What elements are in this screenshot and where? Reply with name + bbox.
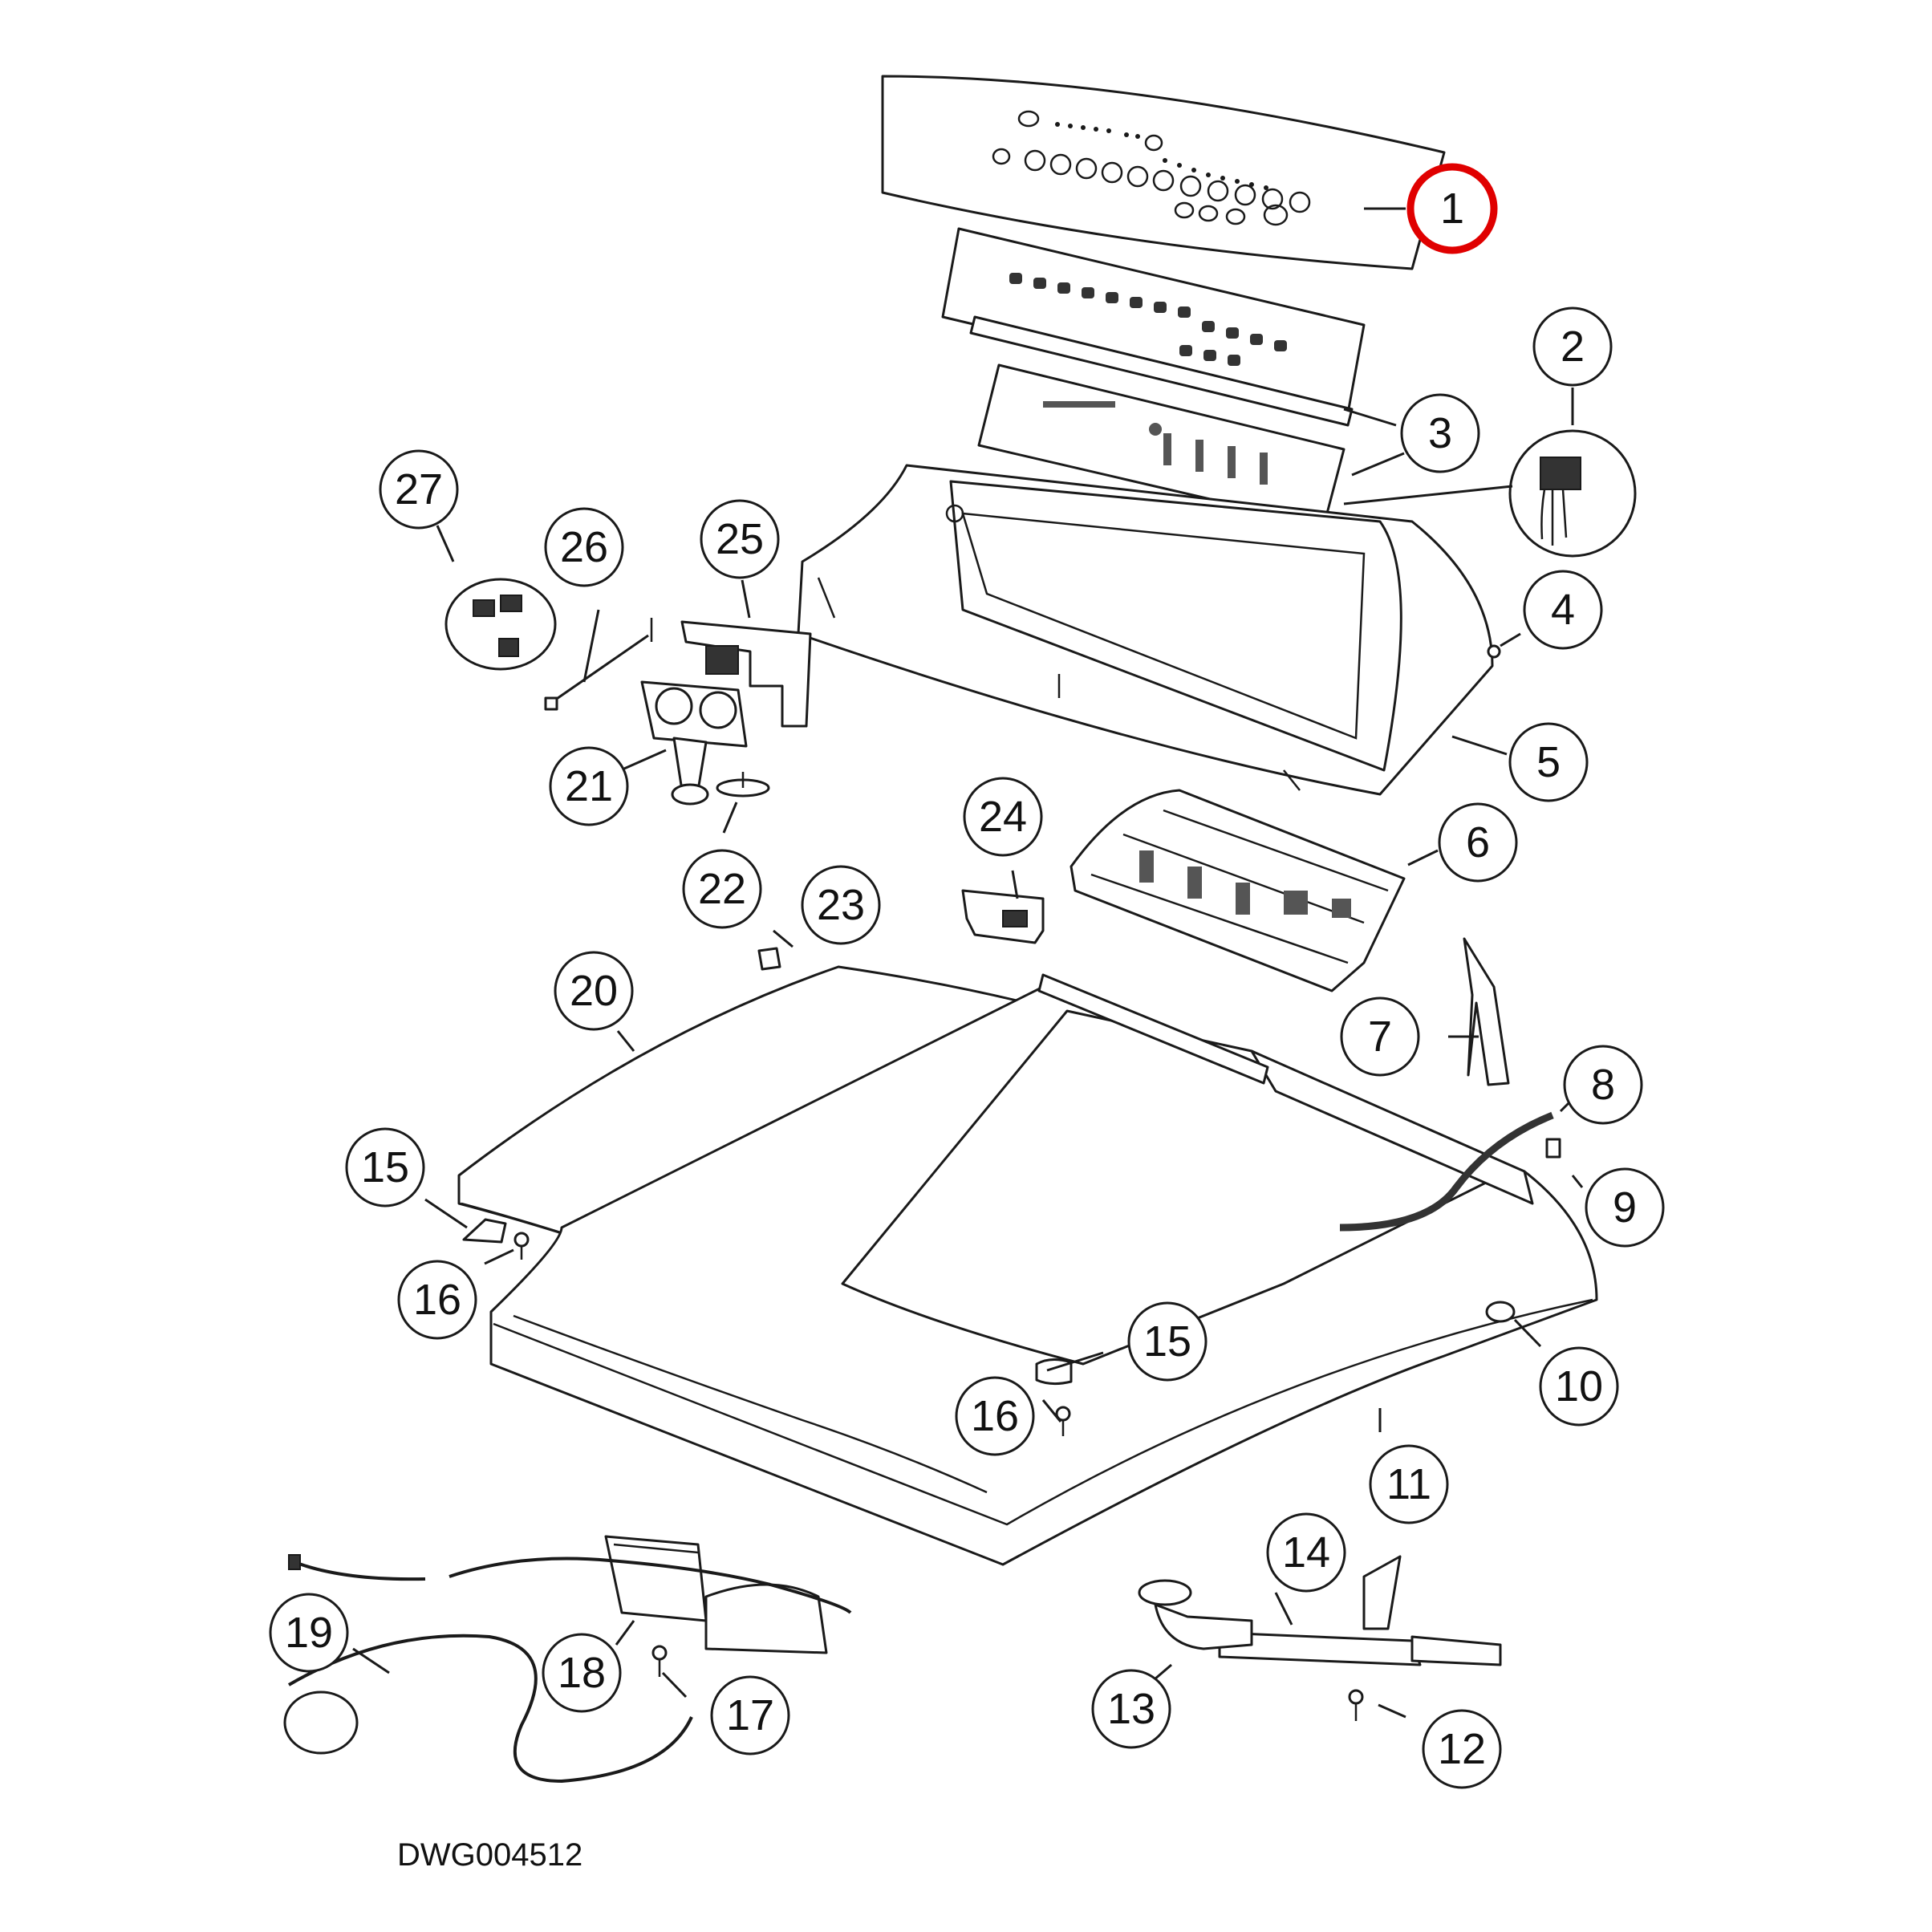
- callout-2[interactable]: 2: [1532, 306, 1613, 387]
- part-12-screw[interactable]: [1348, 1689, 1364, 1721]
- part-4-screw[interactable]: [1487, 632, 1521, 659]
- part-7-lid-lock-bracket[interactable]: [1463, 937, 1510, 1086]
- part-22-filter-screen[interactable]: [716, 772, 770, 798]
- svg-text:8: 8: [1591, 1061, 1615, 1109]
- svg-text:27: 27: [395, 465, 443, 513]
- svg-text:11: 11: [1386, 1460, 1431, 1508]
- svg-text:2: 2: [1561, 323, 1585, 371]
- svg-text:14: 14: [1282, 1528, 1330, 1577]
- callout-24[interactable]: 24: [963, 777, 1043, 857]
- callout-25[interactable]: 25: [700, 499, 780, 579]
- svg-text:18: 18: [558, 1649, 606, 1697]
- svg-text:15: 15: [1143, 1317, 1191, 1366]
- callout-1[interactable]: 1: [1406, 163, 1498, 254]
- part-18-power-supply[interactable]: [604, 1535, 828, 1654]
- svg-text:9: 9: [1613, 1183, 1637, 1232]
- part-17-screw[interactable]: [651, 1645, 668, 1677]
- svg-text:15: 15: [361, 1143, 409, 1191]
- svg-text:16: 16: [413, 1276, 461, 1324]
- callout-16-repeat[interactable]: 16: [955, 1376, 1035, 1456]
- callout-23[interactable]: 23: [801, 865, 881, 945]
- svg-text:4: 4: [1551, 586, 1575, 634]
- callout-27[interactable]: 27: [379, 449, 459, 530]
- callout-7[interactable]: 7: [1340, 996, 1420, 1077]
- svg-text:16: 16: [971, 1392, 1019, 1440]
- part-19-power-cord[interactable]: [283, 1554, 852, 1784]
- callout-12[interactable]: 12: [1422, 1709, 1502, 1789]
- svg-text:3: 3: [1428, 409, 1452, 457]
- svg-text:12: 12: [1438, 1725, 1486, 1773]
- svg-text:17: 17: [726, 1691, 774, 1739]
- svg-text:1: 1: [1440, 185, 1464, 233]
- svg-text:23: 23: [817, 881, 865, 929]
- part-2-wiring-harness[interactable]: [1343, 429, 1637, 558]
- callout-4[interactable]: 4: [1523, 570, 1603, 650]
- part-21-water-inlet-valve[interactable]: [640, 680, 748, 806]
- part-23-clip[interactable]: [757, 947, 781, 971]
- svg-text:13: 13: [1107, 1685, 1155, 1733]
- svg-text:6: 6: [1466, 818, 1490, 867]
- svg-text:20: 20: [570, 967, 618, 1015]
- svg-text:5: 5: [1536, 738, 1561, 786]
- part-11-top-panel[interactable]: [489, 973, 1598, 1566]
- svg-text:22: 22: [698, 865, 746, 913]
- callout-15[interactable]: 15: [345, 1127, 425, 1208]
- svg-text:19: 19: [285, 1609, 333, 1657]
- callout-5[interactable]: 5: [1508, 722, 1589, 802]
- drawing-number: DWG004512: [397, 1837, 582, 1873]
- callout-17[interactable]: 17: [710, 1675, 790, 1755]
- part-14-pump-hose[interactable]: [1218, 1555, 1422, 1666]
- svg-text:21: 21: [565, 762, 613, 810]
- callout-19[interactable]: 19: [269, 1593, 349, 1673]
- part-25-bracket[interactable]: [680, 620, 812, 728]
- svg-text:10: 10: [1555, 1362, 1603, 1410]
- svg-text:24: 24: [979, 793, 1027, 841]
- callout-13[interactable]: 13: [1091, 1669, 1171, 1749]
- callout-9[interactable]: 9: [1585, 1167, 1665, 1248]
- svg-text:25: 25: [716, 515, 764, 563]
- part-16-screw[interactable]: [513, 1232, 1071, 1436]
- callout-11[interactable]: 11: [1369, 1444, 1449, 1524]
- callout-21[interactable]: 21: [549, 746, 629, 826]
- svg-text:7: 7: [1368, 1013, 1392, 1061]
- callout-3[interactable]: 3: [1400, 393, 1480, 473]
- part-9-clip[interactable]: [1545, 1138, 1561, 1159]
- callout-20[interactable]: 20: [554, 951, 634, 1031]
- part-24-lid-switch-bracket[interactable]: [961, 889, 1045, 944]
- part-13-drain-pump[interactable]: [1138, 1579, 1502, 1666]
- callout-8[interactable]: 8: [1563, 1045, 1643, 1125]
- callout-6[interactable]: 6: [1438, 802, 1518, 883]
- part-27-connector-kit[interactable]: [444, 578, 557, 671]
- callout-10[interactable]: 10: [1539, 1346, 1619, 1427]
- part-15-hinge-cap[interactable]: [462, 1218, 1073, 1386]
- part-10-bumper[interactable]: [1485, 1301, 1516, 1323]
- leader-lines: [352, 207, 1584, 1719]
- callout-22[interactable]: 22: [682, 849, 762, 929]
- callout-16[interactable]: 16: [397, 1260, 477, 1340]
- part-8-gasket[interactable]: [1339, 1111, 1554, 1232]
- part-6-main-control-module[interactable]: [1070, 789, 1406, 992]
- callout-15-repeat[interactable]: 15: [1127, 1301, 1208, 1382]
- svg-text:26: 26: [560, 523, 608, 571]
- part-3-control-boards[interactable]: [941, 227, 1366, 527]
- callout-14[interactable]: 14: [1266, 1512, 1346, 1593]
- part-26-sensor-rod[interactable]: [544, 618, 653, 711]
- part-5-control-console[interactable]: [797, 464, 1494, 796]
- callout-18[interactable]: 18: [542, 1633, 622, 1713]
- callout-26[interactable]: 26: [544, 507, 624, 587]
